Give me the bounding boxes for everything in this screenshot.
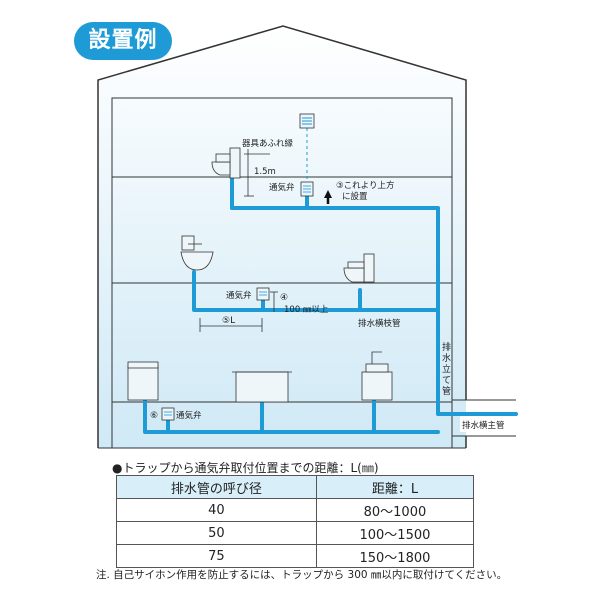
- note3-line2: に設置: [342, 191, 368, 202]
- overflow-rim-label: 器具あふれ縁: [242, 138, 294, 149]
- title-badge: 設置例: [74, 22, 172, 60]
- cell-diameter: 50: [116, 521, 317, 545]
- vent-valve-mid-label: 通気弁: [226, 290, 252, 301]
- branch-pipe-label: 排水横枝管: [358, 318, 401, 329]
- dist100-label: 100 ㎜以上: [284, 305, 329, 315]
- vent-valve-2f-icon: [256, 287, 270, 301]
- stack-pipe-label-char: 排: [442, 341, 453, 353]
- cell-distance: 80～1000: [315, 498, 475, 522]
- mark4-label: ④: [280, 293, 288, 303]
- vent-valve-top-label: 通気弁: [269, 182, 295, 193]
- main-pipe-label-box: [460, 416, 516, 432]
- toilet-3f-icon: [211, 147, 241, 179]
- header-distance: 距離：L: [315, 475, 475, 499]
- sink-2f-icon: [180, 235, 214, 271]
- vent-cap-icon: [299, 113, 315, 129]
- cell-diameter: 40: [116, 498, 317, 522]
- building-interior: [98, 26, 466, 448]
- stack-pipe-label-char: 立: [442, 363, 453, 375]
- toilet-2f-icon: [343, 253, 375, 283]
- footnote: 注. 自己サイホン作用を防止するには、トラップから 300 ㎜以内に取付けてくだ…: [96, 569, 508, 581]
- pipes: [143, 176, 518, 434]
- washing-machine-icon: [127, 361, 159, 401]
- arrow-up-icon: [324, 190, 332, 198]
- vent-valve-bottom-label: 通気弁: [176, 410, 202, 421]
- stack-pipe-label-char: て: [442, 376, 453, 386]
- table-row: 75 150～1800: [116, 544, 475, 568]
- stack-pipe-label: 排水立て管: [442, 341, 453, 397]
- bathtub-icon: [232, 371, 292, 403]
- table-row: 40 80～1000: [116, 498, 475, 522]
- vent-valve-3f-icon: [300, 181, 314, 197]
- table-caption: ●トラップから通気弁取付位置までの距離：L(㎜): [112, 461, 379, 475]
- mark6-label: ⑥: [150, 411, 158, 421]
- sink-1f-icon: [361, 351, 393, 401]
- table-header-row: 排水管の呼び径 距離：L: [116, 475, 475, 499]
- branch-2f: [192, 270, 362, 312]
- branch-1f: [143, 398, 440, 434]
- table-row: 50 100～1500: [116, 521, 475, 545]
- stack-pipe-label-char: 水: [442, 352, 453, 364]
- header-diameter: 排水管の呼び径: [116, 475, 317, 499]
- distance-table: 排水管の呼び径 距離：L 40 80～1000 50 100～1500 75 1…: [116, 475, 475, 568]
- stack-pipe-label-char: 管: [442, 385, 453, 397]
- height-label: 1.5m: [254, 167, 276, 177]
- cell-distance: 100～1500: [315, 521, 475, 545]
- outer-wall: [97, 25, 467, 448]
- main-pipe-label: 排水横主管: [462, 420, 505, 431]
- note3-line1: ③これより上方: [336, 180, 394, 191]
- vent-valve-1f-icon: [161, 407, 175, 421]
- cell-diameter: 75: [116, 544, 317, 568]
- cell-distance: 150～1800: [315, 544, 475, 568]
- mark5L-label: ⑤L: [222, 316, 235, 326]
